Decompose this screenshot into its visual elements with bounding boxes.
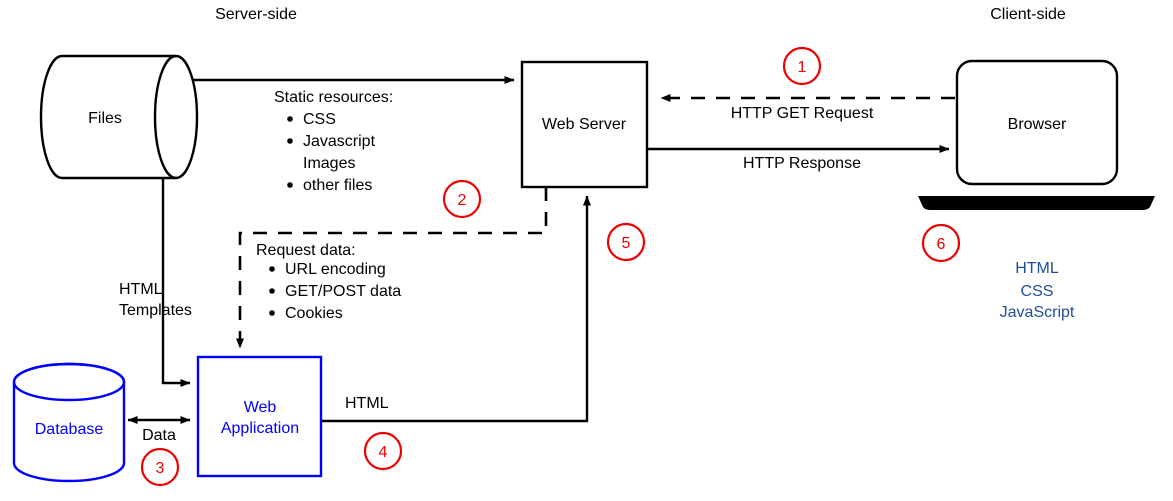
static-resources-item-1: Javascript xyxy=(303,133,376,150)
client-tech-2: JavaScript xyxy=(1000,304,1075,321)
bullet-icon xyxy=(287,138,293,144)
step-marker-6: 6 xyxy=(921,223,961,263)
heading-server-side: Server-side xyxy=(215,6,297,23)
node-database-label: Database xyxy=(35,421,104,438)
step-marker-circle xyxy=(921,223,961,263)
step-marker-circle xyxy=(363,431,403,471)
bullet-icon xyxy=(269,266,275,272)
static-resources-item-2: Images xyxy=(303,155,355,172)
step-marker-group: 1 2 3 4 5 6 xyxy=(140,46,961,487)
bullet-icon xyxy=(287,116,293,122)
html-templates-label-line1: HTML xyxy=(119,281,163,298)
step-marker-5: 5 xyxy=(606,222,646,262)
edge-web-application-to-web-server-html xyxy=(321,195,591,423)
step-marker-number: 4 xyxy=(379,444,388,461)
step-marker-number: 3 xyxy=(156,460,165,477)
node-web-server[interactable]: Web Server xyxy=(520,60,649,189)
edge-web-server-to-web-application-request xyxy=(236,187,548,349)
bullet-icon xyxy=(269,310,275,316)
heading-client-side: Client-side xyxy=(990,6,1066,23)
node-database[interactable]: Database xyxy=(12,362,126,483)
http-get-request-label: HTTP GET Request xyxy=(731,105,874,122)
step-marker-3: 3 xyxy=(140,447,180,487)
request-data-item-1: GET/POST data xyxy=(285,283,401,300)
client-tech-1: CSS xyxy=(1021,283,1054,300)
node-web-application[interactable]: Web Application xyxy=(196,355,323,478)
step-marker-2: 2 xyxy=(442,179,482,219)
node-browser[interactable]: Browser xyxy=(955,59,1119,186)
step-marker-circle xyxy=(782,46,822,86)
node-web-server-label: Web Server xyxy=(542,116,627,133)
node-files-label: Files xyxy=(88,110,122,127)
data-label: Data xyxy=(142,427,176,444)
step-marker-circle xyxy=(442,179,482,219)
static-resources-title: Static resources: xyxy=(274,89,393,106)
bullet-icon xyxy=(287,182,293,188)
node-web-application-label-line1: Web xyxy=(244,399,277,416)
node-web-application-label-line2: Application xyxy=(221,420,299,437)
edge-files-to-web-application-templates xyxy=(161,178,191,387)
node-browser-label: Browser xyxy=(1008,116,1067,133)
request-data-item-2: Cookies xyxy=(285,305,343,322)
step-marker-circle xyxy=(606,222,646,262)
bullet-icon xyxy=(269,288,275,294)
step-marker-number: 6 xyxy=(937,236,946,253)
step-marker-circle xyxy=(140,447,180,487)
request-data-title: Request data: xyxy=(256,242,356,259)
static-resources-item-0: CSS xyxy=(303,111,336,128)
step-marker-4: 4 xyxy=(363,431,403,471)
laptop-base xyxy=(918,196,1155,210)
static-resources-item-3: other files xyxy=(303,177,372,194)
client-tech-0: HTML xyxy=(1015,260,1059,277)
node-files[interactable]: Files xyxy=(39,54,199,180)
html-templates-label-line2: Templates xyxy=(119,302,192,319)
step-marker-number: 2 xyxy=(458,192,467,209)
step-marker-1: 1 xyxy=(782,46,822,86)
step-marker-number: 1 xyxy=(798,59,807,76)
request-data-item-0: URL encoding xyxy=(285,261,386,278)
html-label: HTML xyxy=(345,395,389,412)
http-response-label: HTTP Response xyxy=(743,155,861,172)
step-marker-number: 5 xyxy=(622,235,631,252)
